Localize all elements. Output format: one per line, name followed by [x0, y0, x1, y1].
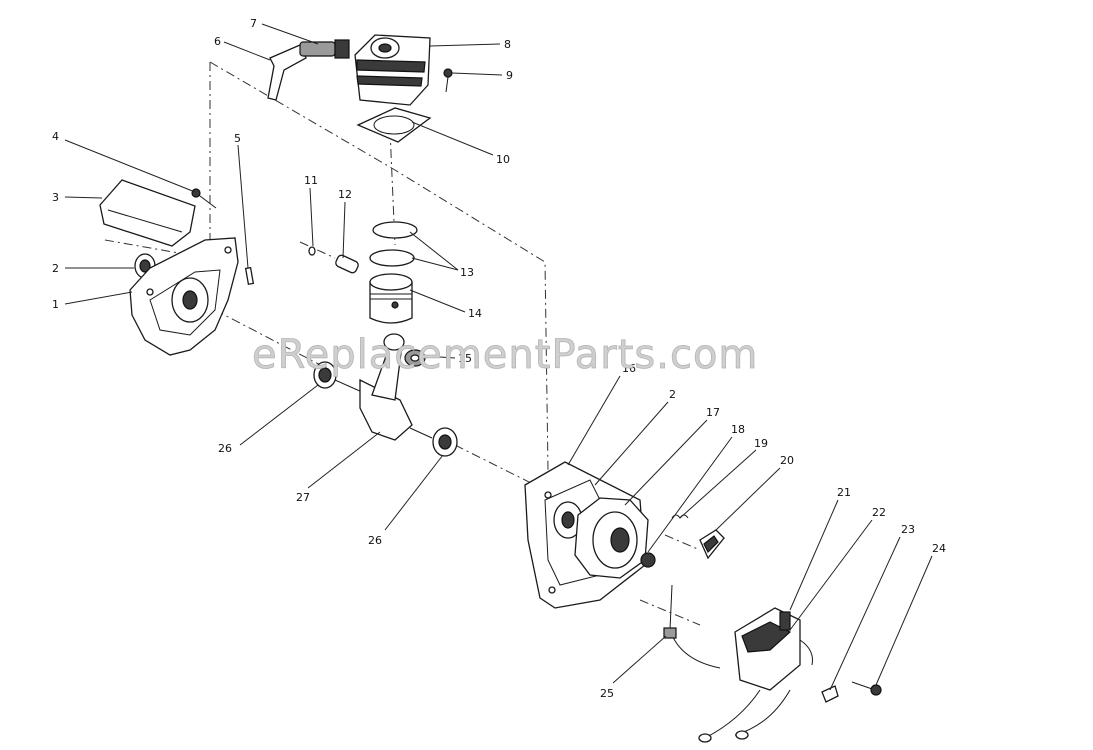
callout-6: 6 — [214, 35, 221, 48]
needle-bearing — [404, 349, 426, 367]
callout-18: 18 — [731, 423, 745, 436]
piston-rings — [369, 221, 418, 267]
flywheel — [574, 497, 649, 579]
flywheel-nut — [640, 552, 656, 568]
callout-labels: 1 2 3 4 5 6 7 8 9 10 11 12 13 14 15 16 2… — [52, 17, 946, 700]
callout-23: 23 — [901, 523, 915, 536]
callout-7: 7 — [250, 17, 257, 30]
pin-part-5 — [244, 266, 255, 285]
piston-pin — [335, 254, 359, 274]
crankshaft — [334, 333, 433, 441]
crank-bearing-right — [432, 427, 458, 457]
callout-3: 3 — [52, 191, 59, 204]
callout-19: 19 — [754, 437, 768, 450]
cylinder-gasket — [356, 107, 432, 143]
callout-21: 21 — [837, 486, 851, 499]
pawl-part-20 — [699, 529, 725, 560]
callout-15: 15 — [458, 352, 472, 365]
callout-22: 22 — [872, 506, 886, 519]
callout-26-lower: 26 — [368, 534, 382, 547]
spark-plug — [299, 39, 350, 59]
callout-5: 5 — [234, 132, 241, 145]
crankcase-half-left — [129, 237, 239, 356]
leader-lines — [64, 23, 933, 691]
callout-13: 13 — [460, 266, 474, 279]
callout-1: 1 — [52, 298, 59, 311]
heat-shield-plate — [99, 179, 196, 247]
callout-20: 20 — [780, 454, 794, 467]
callout-11: 11 — [304, 174, 318, 187]
callout-4: 4 — [52, 130, 59, 143]
callout-9: 9 — [506, 69, 513, 82]
fuel-line — [663, 584, 721, 669]
crank-bearing-left — [313, 361, 337, 389]
ignition-module — [734, 607, 813, 691]
callout-10: 10 — [496, 153, 510, 166]
piston — [369, 273, 413, 324]
bolt-part-9 — [443, 68, 453, 93]
circlip — [308, 246, 316, 256]
callout-24: 24 — [932, 542, 946, 555]
callout-17: 17 — [706, 406, 720, 419]
callout-2-right: 2 — [669, 388, 676, 401]
callout-25: 25 — [600, 687, 614, 700]
cylinder — [354, 34, 431, 106]
callout-8: 8 — [504, 38, 511, 51]
terminal-part-23 — [821, 685, 839, 703]
callout-27: 27 — [296, 491, 310, 504]
callout-26-upper: 26 — [218, 442, 232, 455]
callout-14: 14 — [468, 307, 482, 320]
ignition-wires — [698, 689, 791, 743]
callout-2-left: 2 — [52, 262, 59, 275]
callout-12: 12 — [338, 188, 352, 201]
screw-part-4 — [191, 188, 217, 209]
callout-16: 16 — [622, 362, 636, 375]
watermark: eReplacementParts.com — [252, 332, 758, 378]
